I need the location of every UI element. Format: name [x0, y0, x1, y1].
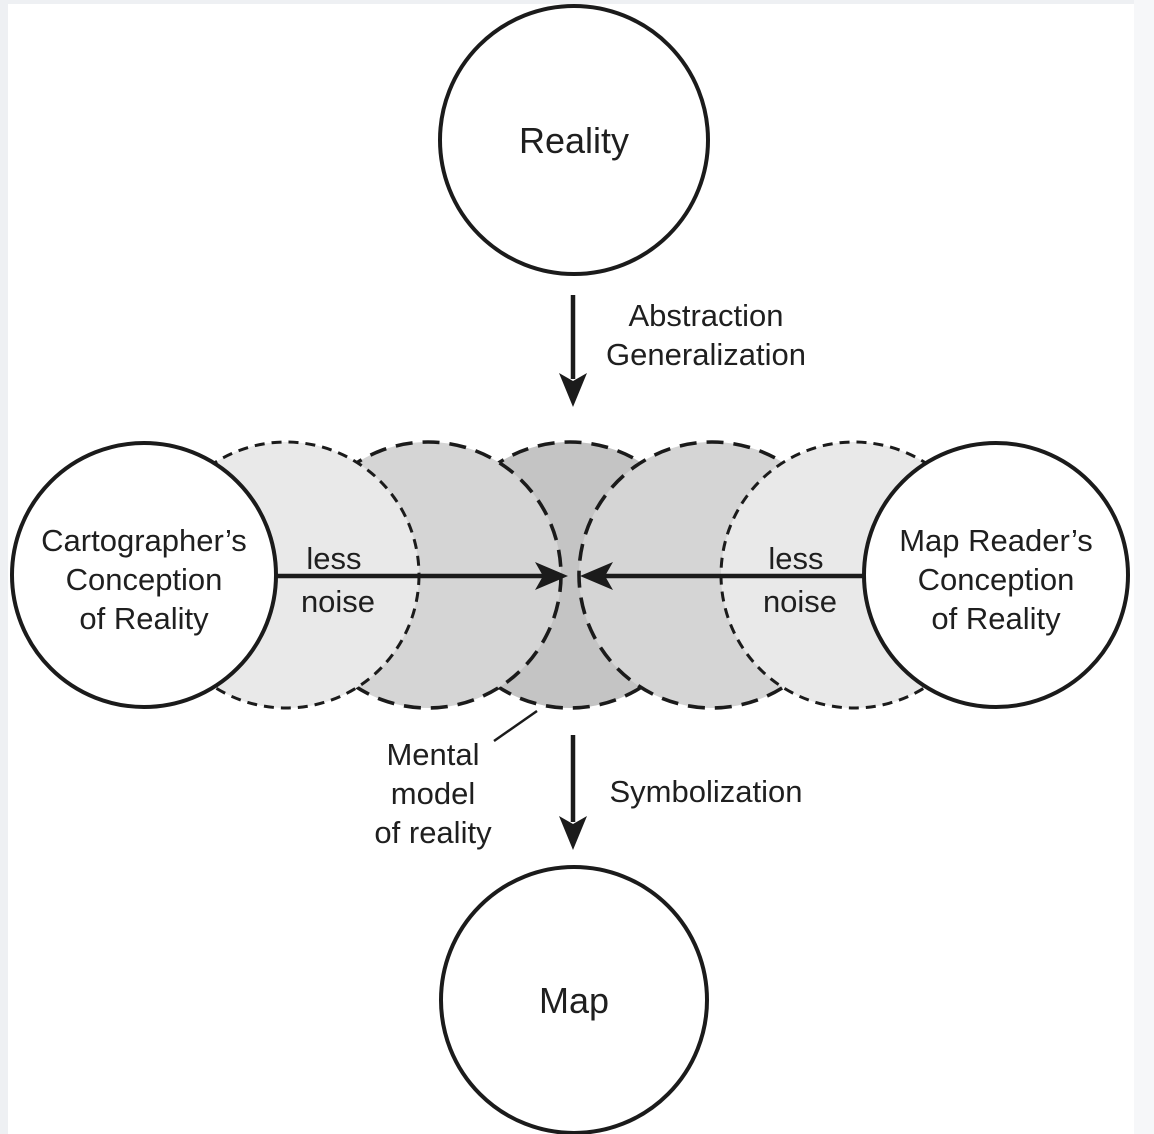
reality-label: Reality: [519, 120, 629, 161]
arrow-down-icon: [559, 373, 587, 407]
symbolization-label: Symbolization: [610, 774, 803, 809]
arrow-down-icon: [559, 816, 587, 850]
mental-model-label-line1: Mental: [386, 737, 479, 772]
cartographer-label-line2: Conception: [66, 562, 223, 597]
less-noise-arrow-right: [580, 562, 866, 590]
cartographer-label-line3: of Reality: [79, 601, 209, 636]
map-label: Map: [539, 980, 609, 1021]
map-circle: [439, 865, 709, 1134]
reality-circle: [438, 4, 710, 276]
page-edge-top: [0, 0, 1154, 4]
less-noise-right-line2: noise: [763, 584, 837, 619]
less-noise-left-line1: less: [306, 541, 361, 576]
mental-model-pointer-line: [493, 709, 538, 743]
map-reader-label-line1: Map Reader’s: [899, 523, 1093, 558]
abstraction-arrow: [559, 295, 587, 407]
map-reader-label-line3: of Reality: [931, 601, 1061, 636]
abstraction-label-line1: Abstraction: [628, 298, 783, 333]
less-noise-arrow-left: [277, 562, 568, 590]
arrow-left-icon: [580, 562, 613, 590]
arrow-right-icon: [535, 562, 568, 590]
mental-model-label-line2: model: [391, 776, 475, 811]
less-noise-right-line1: less: [768, 541, 823, 576]
less-noise-left-line2: noise: [301, 584, 375, 619]
abstraction-label-line2: Generalization: [606, 337, 806, 372]
page-edge-left: [0, 0, 8, 1134]
map-reader-label-line2: Conception: [918, 562, 1075, 597]
symbolization-arrow: [559, 735, 587, 850]
cartographer-conception-circle: [10, 441, 278, 709]
page-edge-right: [1134, 0, 1154, 1134]
cartographer-label-line1: Cartographer’s: [41, 523, 247, 558]
mental-model-label-line3: of reality: [374, 815, 492, 850]
